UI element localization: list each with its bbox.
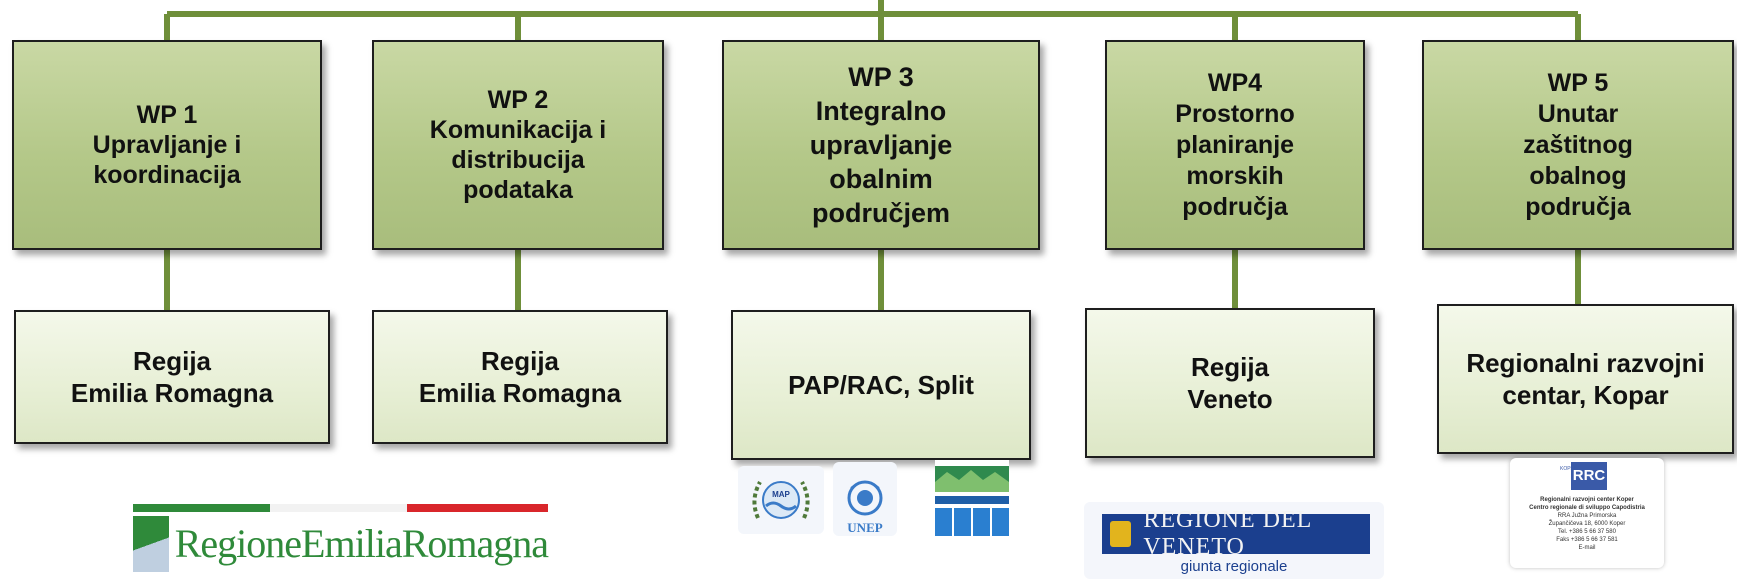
rrc-badge: RRC (1571, 462, 1607, 490)
partner1-line-1: Emilia Romagna (70, 378, 274, 408)
rrc-koper-logo: RRC KOPER Regionalni razvojni center Kop… (1510, 458, 1664, 568)
veneto-logo-subtitle: giunta regionale (1180, 558, 1288, 575)
wp4-line-0: WP4 (1207, 68, 1263, 97)
wp3-line-0: WP 3 (848, 62, 914, 92)
veneto-logo-name: REGIONE DEL VENETO (1143, 507, 1312, 560)
unep-logo-text: UNEP (847, 520, 883, 535)
rrc-line-6: E-mail (1578, 545, 1596, 551)
wp5-line-3: obalnog (1529, 161, 1627, 190)
rrc-address-lines: Regionalni razvojni center Koper Centro … (1514, 496, 1660, 552)
map-wreath-icon: MAP (752, 481, 810, 519)
wp4-line-3: morskih (1186, 161, 1284, 190)
partner5-line-0: Regionalni razvojni (1466, 348, 1705, 378)
wp5-line-2: zaštitnog (1523, 130, 1633, 159)
partner3-line-0: PAP/RAC, Split (788, 370, 974, 400)
wp5-line-1: Unutar (1537, 99, 1619, 128)
wp1-line-0: WP 1 (136, 101, 198, 129)
wp3-line-1: Integralno (815, 96, 947, 126)
wp1-box: WP 1 Upravljanje i koordinacija (12, 40, 322, 250)
wp4-line-1: Prostorno (1175, 99, 1295, 128)
wp3-line-3: obalnim (829, 164, 933, 194)
wp4-line-4: područja (1182, 192, 1288, 221)
partner5-line-1: centar, Kopar (1502, 380, 1669, 410)
partner1-line-0: Regija (132, 346, 212, 376)
wp2-line-2: distribucija (451, 146, 585, 174)
partner5-box: Regionalni razvojni centar, Kopar (1437, 304, 1734, 454)
rrc-line-5: Faks +386 5 66 37 581 (1556, 537, 1618, 543)
unep-logo: UNEP (833, 462, 897, 536)
map-logo-text: MAP (772, 490, 790, 499)
wp5-line-0: WP 5 (1547, 68, 1609, 97)
rrc-line-3: Župančičeva 18, 6000 Koper (1548, 521, 1626, 527)
rrc-side-label: KOPER (1560, 466, 1578, 472)
logo-color-band (133, 504, 548, 512)
rrc-line-1: Centro regionale di sviluppo Capodistria (1529, 505, 1645, 511)
wp3-line-4: područjem (811, 198, 951, 228)
pap-rac-emblem-icon (935, 460, 1009, 540)
wp3-line-2: upravljanje (809, 130, 953, 160)
partner2-line-1: Emilia Romagna (418, 378, 622, 408)
partner2-box: Regija Emilia Romagna (372, 310, 668, 444)
wp4-line-2: planiranje (1175, 130, 1295, 159)
partner1-box: Regija Emilia Romagna (14, 310, 330, 444)
rrc-line-0: Regionalni razvojni center Koper (1540, 497, 1634, 503)
partner4-line-0: Regija (1190, 352, 1270, 382)
emilia-romagna-mark-icon (133, 516, 169, 572)
wp2-line-1: Komunikacija i (429, 116, 607, 144)
partner3-box: PAP/RAC, Split (731, 310, 1031, 460)
emilia-romagna-logo: RegioneEmiliaRomagna (133, 504, 549, 572)
wp3-box: WP 3 Integralno upravljanje obalnim podr… (722, 40, 1040, 250)
wp2-line-3: podataka (463, 176, 573, 204)
wp4-box: WP4 Prostorno planiranje morskih područj… (1105, 40, 1365, 250)
wp5-box: WP 5 Unutar zaštitnog obalnog područja (1422, 40, 1734, 250)
partner2-line-0: Regija (480, 346, 560, 376)
veneto-logo-bar: REGIONE DEL VENETO (1102, 507, 1370, 560)
partner4-line-1: Veneto (1187, 384, 1273, 414)
unep-emblem-icon (847, 480, 883, 516)
partner4-box: Regija Veneto (1085, 308, 1375, 458)
veneto-logo: REGIONE DEL VENETO giunta regionale (1084, 502, 1384, 579)
lion-crest-icon (1110, 521, 1132, 547)
map-logo: MAP (738, 466, 824, 534)
emilia-romagna-logo-text: RegioneEmiliaRomagna (174, 521, 549, 566)
wp1-line-1: Upravljanje i (92, 131, 242, 159)
wp5-line-4: područja (1525, 192, 1631, 221)
wp1-line-2: koordinacija (93, 161, 241, 189)
pap-rac-logo (935, 460, 1009, 540)
wp2-box: WP 2 Komunikacija i distribucija podatak… (372, 40, 664, 250)
rrc-line-2: RRA Južna Primorska (1557, 513, 1617, 519)
wp2-line-0: WP 2 (487, 86, 549, 114)
rrc-line-4: Tel. +386 5 66 37 580 (1558, 529, 1616, 535)
